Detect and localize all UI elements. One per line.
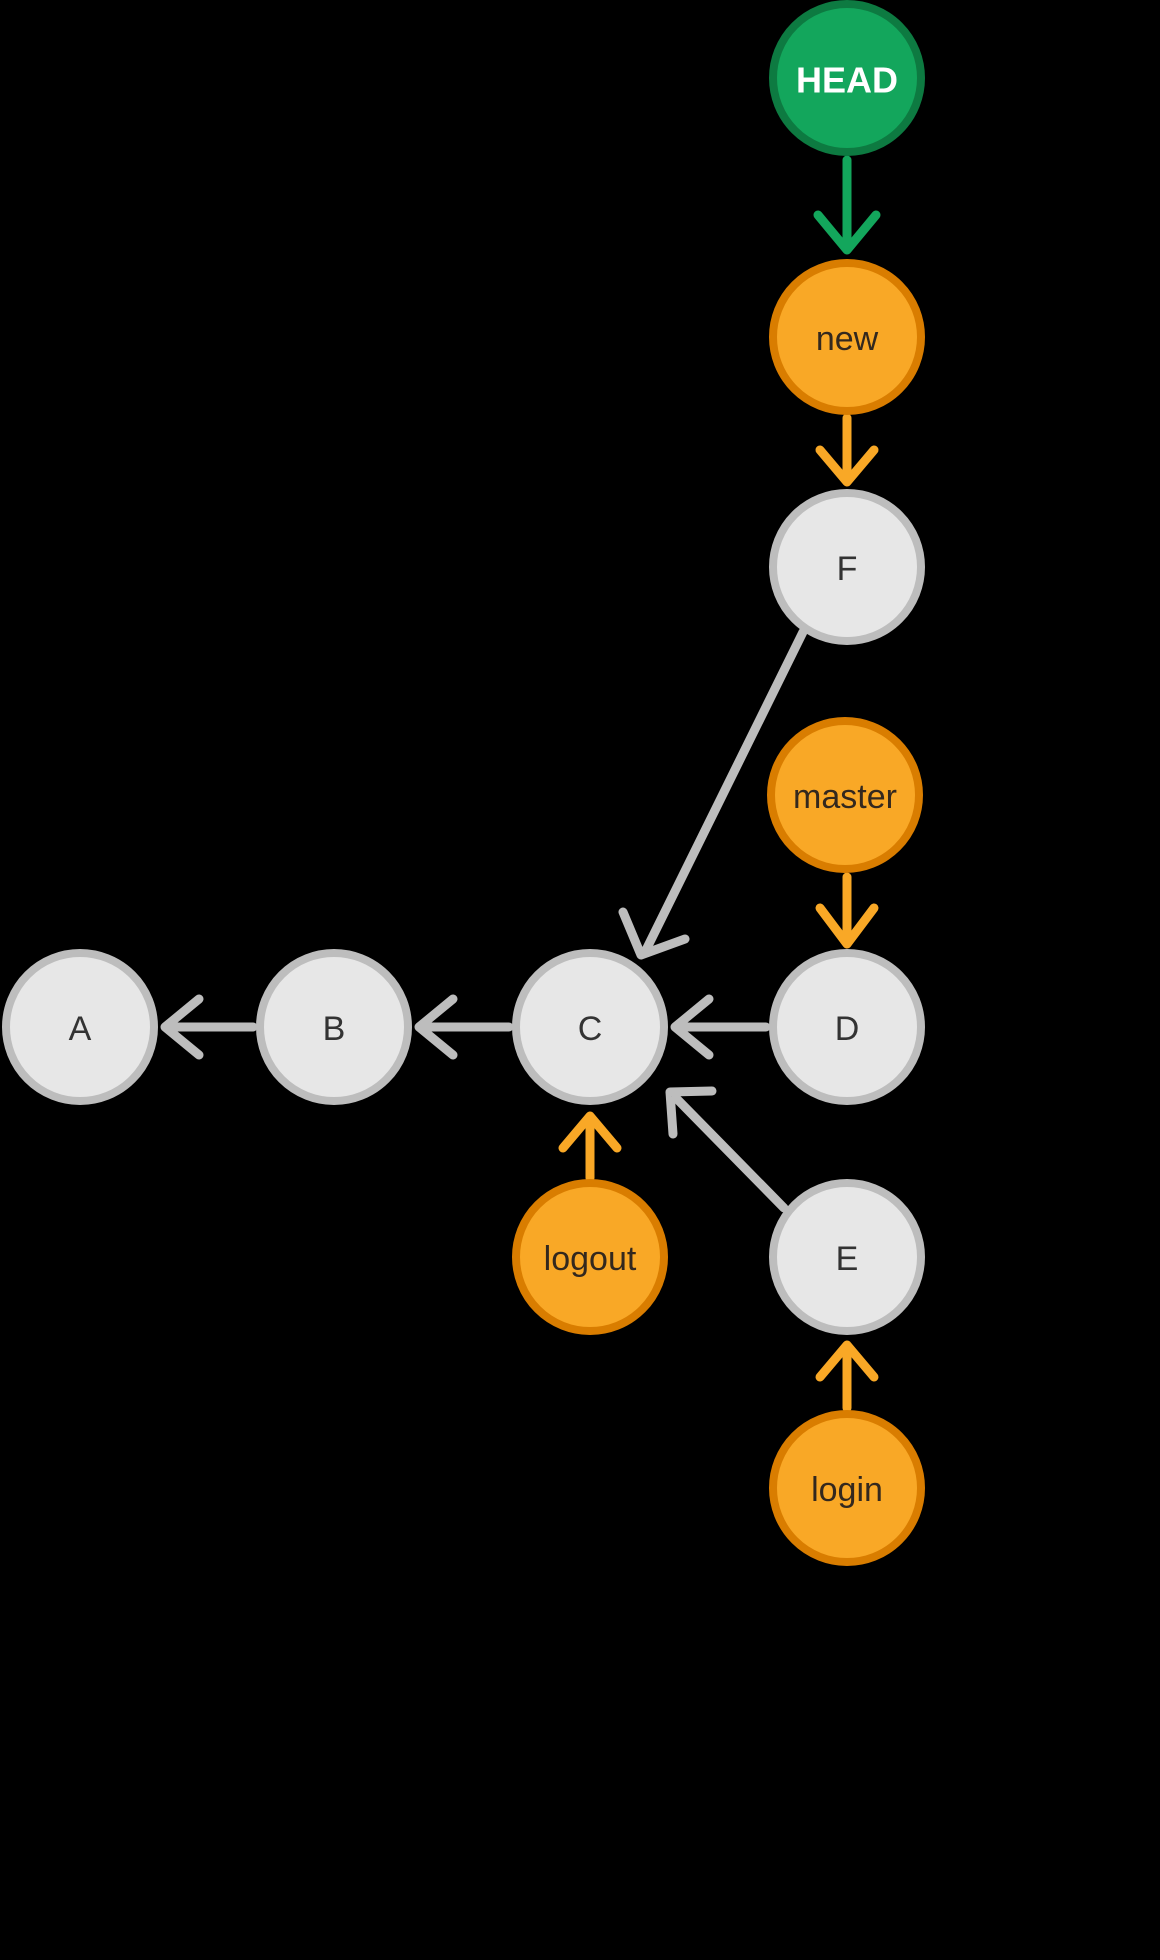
edge-c-to-b (414, 994, 514, 1060)
node-login-circle[interactable] (769, 1410, 925, 1566)
node-c-label: C (578, 1010, 603, 1048)
node-master-circle[interactable] (767, 717, 923, 873)
node-d-label: D (835, 1010, 860, 1048)
node-new[interactable]: new (769, 259, 925, 415)
node-e-circle[interactable] (769, 1179, 925, 1335)
node-c[interactable]: C (512, 949, 668, 1105)
edge-new-to-f (815, 413, 879, 487)
node-f-circle[interactable] (769, 489, 925, 645)
edge-f-to-c (618, 627, 808, 960)
node-master[interactable]: master (767, 717, 923, 873)
node-head-label: HEAD (796, 60, 898, 101)
node-logout-label: logout (544, 1240, 637, 1278)
node-a[interactable]: A (2, 949, 158, 1105)
edge-e-to-c (665, 1086, 789, 1213)
node-a-circle[interactable] (2, 949, 158, 1105)
node-d-circle[interactable] (769, 949, 925, 1105)
edge-login-to-e (815, 1340, 879, 1413)
node-b[interactable]: B (256, 949, 412, 1105)
node-layer: HEAD new F master A (2, 0, 925, 1566)
edge-b-to-a (160, 994, 258, 1060)
node-b-circle[interactable] (256, 949, 412, 1105)
node-f-label: F (837, 550, 858, 588)
edge-layer (160, 155, 881, 1413)
node-new-circle[interactable] (769, 259, 925, 415)
node-a-label: A (69, 1010, 92, 1048)
node-master-label: master (793, 778, 897, 816)
node-head[interactable]: HEAD (769, 0, 925, 156)
node-head-circle[interactable] (769, 0, 925, 156)
node-d[interactable]: D (769, 949, 925, 1105)
node-logout[interactable]: logout (512, 1179, 668, 1335)
node-logout-circle[interactable] (512, 1179, 668, 1335)
edge-head-to-new (813, 155, 881, 255)
node-e-label: E (836, 1240, 859, 1278)
node-c-circle[interactable] (512, 949, 668, 1105)
edge-logout-to-c (558, 1111, 622, 1183)
edge-master-to-d (815, 872, 879, 949)
node-b-label: B (323, 1010, 346, 1048)
node-f[interactable]: F (769, 489, 925, 645)
node-new-label: new (816, 320, 879, 358)
node-login-label: login (811, 1471, 883, 1509)
edge-d-to-c (670, 994, 771, 1060)
node-e[interactable]: E (769, 1179, 925, 1335)
node-login[interactable]: login (769, 1410, 925, 1566)
